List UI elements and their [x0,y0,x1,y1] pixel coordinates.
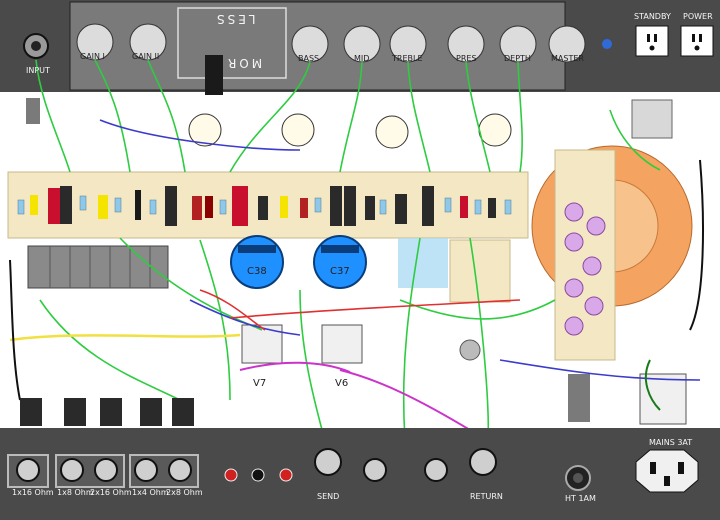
tube-v7-label: V7 [253,378,267,389]
mains-terminal-block [639,373,687,425]
relay-block [631,99,673,139]
standby-switch-icon [635,25,669,57]
mains-fuse-label: MAINS 3AT [649,438,693,447]
pot-label-treble: TREBLE [392,54,423,63]
speaker-jack-icon [168,458,192,482]
tube-socket-v6-icon [321,324,363,364]
send-jack-icon [314,448,342,476]
board-pot-1-icon [188,113,222,147]
input-switch-block [26,98,40,124]
board-components [30,186,496,226]
heatsink [27,245,169,289]
speaker-out-label-1x8: 1x8 Ohm [57,488,94,497]
speaker-jack-icon [60,458,84,482]
rectifier-board [554,149,616,361]
binding-post-red-icon [224,468,238,482]
channel-label-mor: MOR [225,56,263,70]
binding-post-red-icon [279,468,293,482]
pot-label-pres: PRES [456,54,477,63]
speaker-out-label-2x8: 2x8 Ohm [166,488,203,497]
wiring-area-highlight [398,238,448,288]
speaker-out-label-1x4: 1x4 Ohm [132,488,169,497]
input-label: INPUT [26,66,50,75]
tube-v6-label: V6 [335,378,349,389]
speaker-jack-icon [134,458,158,482]
ht-fuse-label: HT 1AM [565,494,596,503]
capacitor-c38-label: C38 [247,266,267,277]
pot-label-gain1: GAIN I [80,52,105,61]
return-jack-icon [469,448,497,476]
return-label: RETURN [470,492,503,501]
input-jack-hole-icon [31,41,41,51]
speaker-out-label-1x16: 1x16 Ohm [12,488,54,497]
pot-label-depth: DEPTH [504,54,531,63]
speaker-jack-icon [94,458,118,482]
board-pot-3-icon [375,115,409,149]
power-switch-icon [680,25,714,57]
send-label: SEND [317,492,340,501]
fx-jack-icon [363,458,387,482]
speaker-out-label-2x16: 2x16 Ohm [90,488,132,497]
standby-label: STANDBY [634,12,671,21]
pot-label-mid: MID [354,54,370,63]
fx-jack-icon [424,458,448,482]
pot-label-gain2: GAIN II [132,52,160,61]
fuse-holder-block [568,374,590,422]
power-label: POWER [683,12,713,21]
mains-inlet-icon [635,449,699,493]
board-pot-2-icon [281,113,315,147]
board-pot-4-icon [478,113,512,147]
capacitor-c38-icon [230,235,284,289]
pot-label-master: MASTER [551,54,584,63]
pot-label-bass: BASS [298,54,320,63]
power-led-icon [602,39,612,49]
capacitor-c37-icon [313,235,367,289]
channel-switch-icon [205,55,223,95]
bias-pot-icon [459,339,481,361]
channel-switch-box [177,7,287,79]
binding-post-black-icon [251,468,265,482]
pot-master-icon [548,25,586,63]
speaker-jack-icon [16,458,40,482]
channel-label-less: LESS [214,12,256,26]
power-supply-board [449,239,511,303]
capacitor-c37-label: C37 [330,266,350,277]
